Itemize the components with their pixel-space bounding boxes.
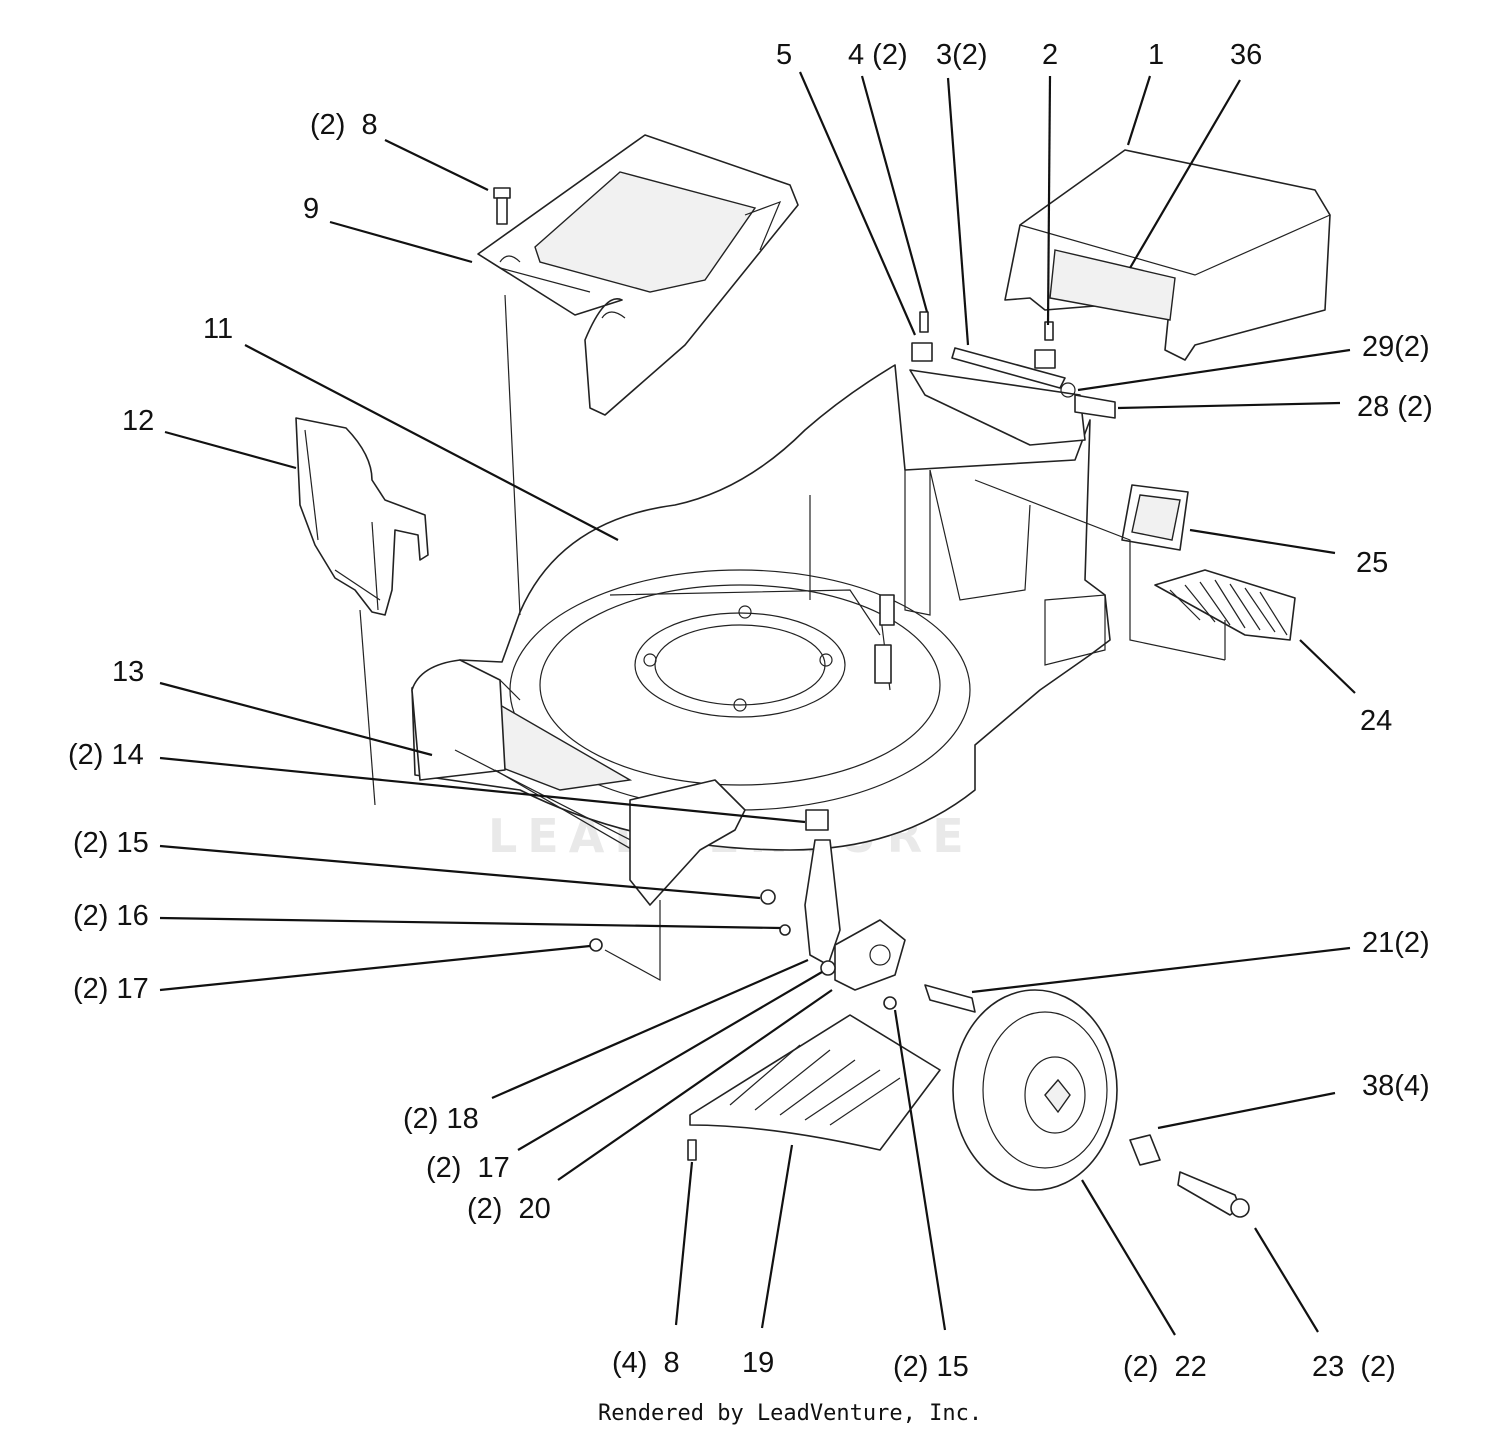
callout-20: (2) 20 (467, 1193, 551, 1225)
callout-9: 9 (303, 193, 319, 225)
callout-16: (2) 16 (73, 900, 149, 932)
part-23-shoulder-bolt (1177, 1171, 1250, 1218)
part-19-deflector-plate (687, 1014, 941, 1161)
part-24-grille (1154, 569, 1296, 641)
part-1-top-cover (1004, 149, 1331, 361)
callout-28: 28 (2) (1357, 391, 1433, 423)
callout-24: 24 (1360, 705, 1392, 737)
callout-8-top: (2) 8 (310, 109, 378, 141)
part-12-discharge-plate (295, 417, 429, 616)
callout-3: 3(2) (936, 39, 988, 71)
callout-5: 5 (776, 39, 792, 71)
callout-21: 21(2) (1362, 927, 1430, 959)
callout-12: 12 (122, 405, 154, 437)
footer-credit: Rendered by LeadVenture, Inc. (598, 1401, 982, 1426)
callout-23: 23 (2) (1312, 1351, 1396, 1383)
part-22-wheel (952, 989, 1118, 1191)
callout-1: 1 (1148, 39, 1164, 71)
part-38-spacer (1129, 1134, 1161, 1166)
callout-13: 13 (112, 656, 144, 688)
callout-labels: 5 4 (2) 3(2) 2 1 36 (2) 8 9 11 12 29(2) … (68, 39, 1433, 1383)
part-wheel-bracket-assembly (589, 779, 976, 1013)
callout-29: 29(2) (1362, 331, 1430, 363)
callout-11: 11 (203, 313, 233, 345)
part-11-deck-housing (411, 364, 1111, 851)
callout-38: 38(4) (1362, 1070, 1430, 1102)
callout-2: 2 (1042, 39, 1058, 71)
callout-8-bottom: (4) 8 (612, 1347, 680, 1379)
callout-4: 4 (2) (848, 39, 908, 71)
callout-25: 25 (1356, 547, 1388, 579)
callout-15-left: (2) 15 (73, 827, 149, 859)
callout-17-mid: (2) 17 (426, 1152, 510, 1184)
part-handle-bracket-hardware (909, 311, 1116, 446)
callout-36: 36 (1230, 39, 1262, 71)
part-8-bolt-top (493, 187, 511, 225)
callout-22: (2) 22 (1123, 1351, 1207, 1383)
leader-lines (159, 71, 1356, 1336)
callout-18: (2) 18 (403, 1103, 479, 1135)
callout-19: 19 (742, 1347, 774, 1379)
callout-15-bottom: (2) 15 (893, 1351, 969, 1383)
callout-17-left: (2) 17 (73, 973, 149, 1005)
callout-14: (2) 14 (68, 739, 144, 771)
part-13-front-rail (411, 659, 651, 861)
part-9-rear-cover (477, 134, 799, 416)
part-25-pad (1121, 484, 1189, 551)
